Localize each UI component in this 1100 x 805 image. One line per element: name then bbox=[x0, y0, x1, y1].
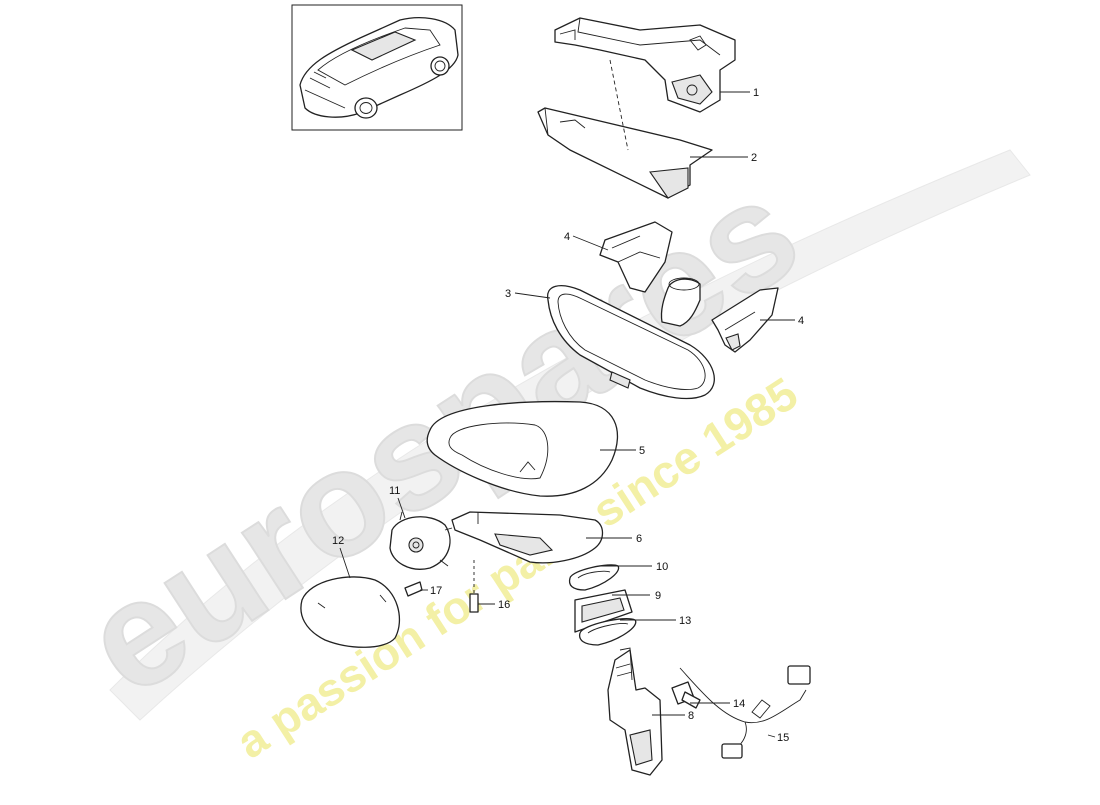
callout-4-right: 4 bbox=[798, 315, 804, 327]
part-1-bracket bbox=[554, 17, 736, 113]
part-12-mirror-glass bbox=[300, 576, 401, 648]
callout-17: 17 bbox=[430, 585, 442, 597]
part-11-motor bbox=[389, 511, 453, 570]
part-14-bolt bbox=[671, 681, 701, 709]
part-4-cover-right bbox=[711, 287, 779, 353]
part-5-housing-cap bbox=[426, 400, 619, 497]
callout-12: 12 bbox=[332, 535, 344, 547]
callout-1: 1 bbox=[753, 87, 759, 99]
callout-labels: 1 2 3 4 4 5 6 8 9 10 11 12 13 14 15 16 1… bbox=[332, 87, 804, 744]
callout-11: 11 bbox=[389, 485, 400, 497]
part-16-screw bbox=[469, 560, 479, 613]
car-rear-three-quarter-icon bbox=[299, 17, 459, 119]
callout-15: 15 bbox=[777, 732, 789, 744]
part-6-mirror-base bbox=[451, 511, 604, 564]
part-17-screw bbox=[404, 581, 423, 597]
callout-leaders bbox=[339, 91, 795, 738]
callout-9: 9 bbox=[655, 590, 661, 602]
vehicle-thumbnail bbox=[291, 4, 463, 131]
callout-14: 14 bbox=[733, 698, 745, 710]
part-15-wiring-harness bbox=[679, 665, 811, 759]
callout-2: 2 bbox=[751, 152, 757, 164]
callout-10: 10 bbox=[656, 561, 668, 573]
part-4-cover-left bbox=[599, 221, 673, 293]
callout-13: 13 bbox=[679, 615, 691, 627]
part-10-seal bbox=[568, 564, 620, 591]
callout-4-left: 4 bbox=[564, 231, 570, 243]
part-3-interior-mirror bbox=[547, 277, 715, 400]
part-2-cover bbox=[537, 59, 713, 199]
callout-6: 6 bbox=[636, 533, 642, 545]
callout-8: 8 bbox=[688, 710, 694, 722]
part-9-gasket bbox=[574, 589, 633, 633]
callout-5: 5 bbox=[639, 445, 645, 457]
callout-3: 3 bbox=[505, 288, 511, 300]
watermark-swoosh bbox=[109, 149, 1031, 721]
part-13-ring bbox=[578, 618, 637, 646]
part-8-mount-arm bbox=[607, 647, 663, 776]
callout-16: 16 bbox=[498, 599, 510, 611]
